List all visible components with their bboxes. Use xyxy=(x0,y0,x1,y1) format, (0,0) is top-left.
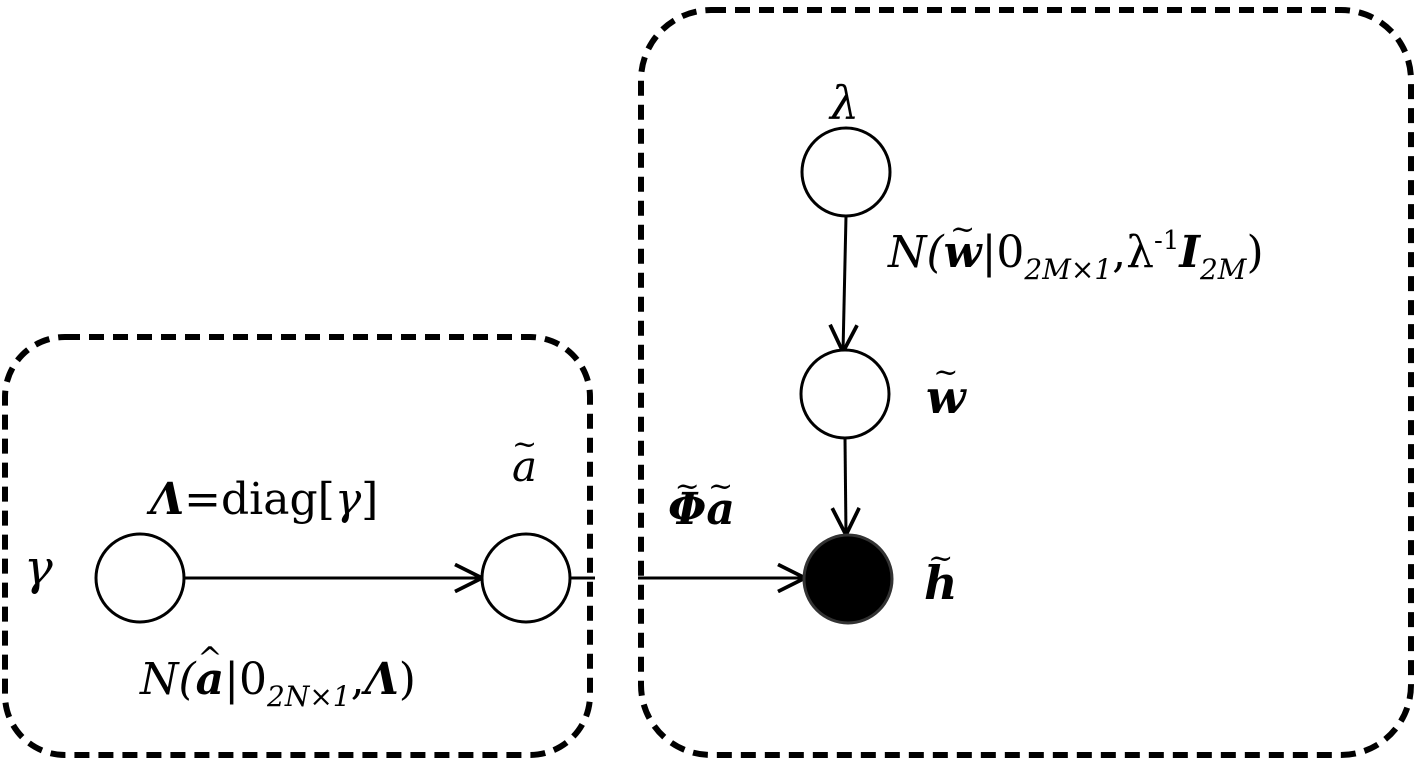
identity-subscript: 2M xyxy=(1199,253,1247,286)
bracket-close: ] xyxy=(361,474,379,525)
phi-a-link-label: ~Φ~a xyxy=(668,472,735,532)
w-node-label: ~w xyxy=(926,358,966,421)
zero-subscript-w: 2M×1 xyxy=(1024,253,1113,286)
lambda-definition: Λ=diag[γ] xyxy=(150,478,378,522)
a-prior-distribution: N(^a|02N×1,Λ) xyxy=(140,644,416,713)
normal-N-w: N( xyxy=(888,227,944,278)
hat-accent: ^ xyxy=(197,641,223,676)
paren-close: ) xyxy=(398,654,416,705)
comma: , xyxy=(350,654,365,705)
a-tilde-accent: ~ xyxy=(708,469,734,504)
w-tilde-accent: ~ xyxy=(933,355,959,390)
lambda-node xyxy=(800,126,892,218)
lambda-cov: Λ xyxy=(364,654,399,705)
h-node-label: ~h xyxy=(924,544,957,607)
a-node-label: ~a xyxy=(512,430,537,488)
a-symbol: a xyxy=(512,442,538,491)
w-prior-distribution: N(~w|02M×1,λ-1I2M) xyxy=(888,215,1264,286)
h-tilde-accent: ~ xyxy=(928,541,954,576)
phi-symbol: Φ xyxy=(668,484,707,535)
left-group-box xyxy=(2,334,593,758)
comma-lambda: ,λ xyxy=(1112,227,1155,278)
phi-tilde-accent: ~ xyxy=(674,469,700,504)
lambda-matrix-symbol: Λ xyxy=(150,474,185,525)
paren-close-w: ) xyxy=(1246,227,1264,278)
diag-text: =diag[ xyxy=(184,474,335,525)
edge-w-to-h xyxy=(845,437,846,535)
right-group-box xyxy=(638,7,1414,758)
gamma-node-label: γ xyxy=(24,540,53,596)
given-zero: |0 xyxy=(224,654,268,705)
inverse-superscript: -1 xyxy=(1154,226,1180,256)
h-observed-node xyxy=(802,533,894,625)
lambda-node-label: λ xyxy=(830,76,860,130)
identity-symbol: I xyxy=(1179,227,1200,278)
a-bold-symbol: a xyxy=(195,654,225,705)
a-node xyxy=(480,532,572,624)
w-tilde-accent-dist: ~ xyxy=(950,212,976,247)
h-node-symbol: h xyxy=(924,556,958,610)
w-bold-symbol: w xyxy=(943,227,982,278)
w-node-symbol: w xyxy=(926,370,966,424)
a-link-symbol: a xyxy=(706,484,735,535)
given-zero-w: |0 xyxy=(981,227,1025,278)
edge-lambda-to-w xyxy=(843,215,846,352)
gamma-node xyxy=(94,532,186,624)
tilde-accent: ~ xyxy=(512,427,538,462)
zero-subscript: 2N×1 xyxy=(267,680,351,713)
normal-N: N( xyxy=(140,654,196,705)
gamma-symbol: γ xyxy=(334,474,362,525)
w-node xyxy=(799,348,891,440)
